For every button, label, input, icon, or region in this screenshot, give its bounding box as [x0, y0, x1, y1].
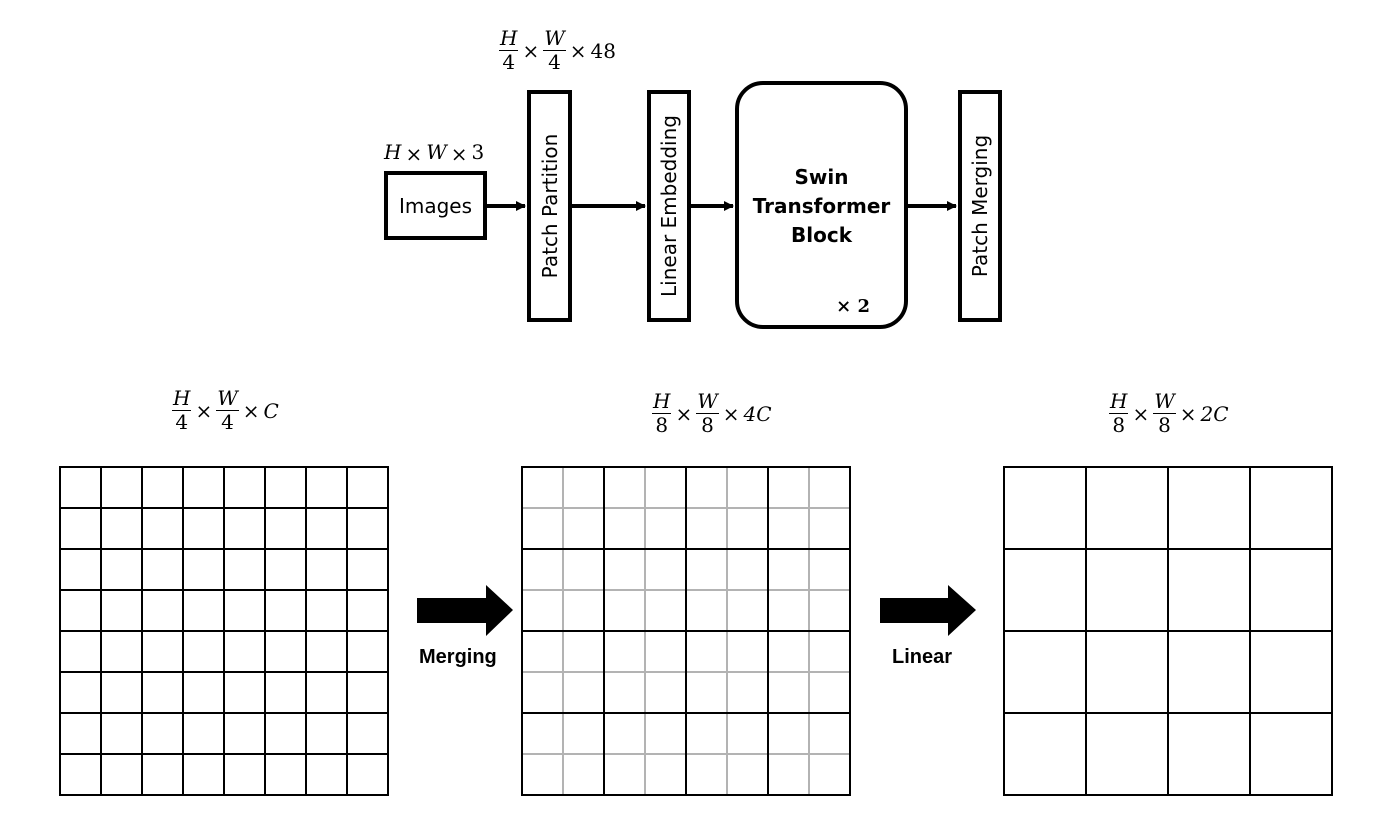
gl-num2: W — [216, 386, 239, 411]
gr-den2: 8 — [1158, 413, 1171, 437]
grid-left-8x8 — [59, 466, 389, 796]
gm-den2: 8 — [701, 413, 714, 437]
images-box: Images — [384, 171, 487, 240]
pp-shape-times1: × — [522, 38, 540, 63]
merging-label: Merging — [419, 646, 497, 668]
gl-den1: 4 — [175, 410, 189, 434]
gm-suffix: 4C — [743, 401, 772, 426]
gl-suffix: C — [263, 398, 279, 423]
pp-shape-num2: W — [543, 26, 566, 51]
patch-merging-box: Patch Merging — [958, 90, 1002, 322]
linear-embedding-box: Linear Embedding — [647, 90, 691, 322]
patch-merging-label: Patch Merging — [968, 134, 992, 278]
grid-right-4x4 — [1003, 466, 1333, 796]
gr-num2: W — [1153, 389, 1176, 414]
images-label: Images — [398, 193, 473, 218]
linear-label: Linear — [892, 646, 953, 668]
images-shape-h: H — [384, 140, 402, 164]
gr-times2: × — [1179, 401, 1197, 426]
swin-transformer-block: Swin Transformer Block × 2 — [735, 81, 908, 329]
pp-shape-times2: × — [569, 38, 587, 63]
images-shape-suffix: 3 — [471, 140, 485, 164]
pp-shape-den1: 4 — [502, 50, 516, 74]
pp-shape-num1: H — [499, 26, 519, 51]
pp-shape-den2: 4 — [548, 50, 561, 74]
images-shape-times2: × — [450, 141, 468, 166]
grid-border — [1003, 466, 1333, 796]
grid-border — [59, 466, 389, 796]
swin-block-title: Swin Transformer Block — [739, 163, 904, 250]
linear-arrow-icon — [880, 585, 976, 636]
patch-partition-label: Patch Partition — [537, 133, 562, 279]
images-shape-times1: × — [405, 141, 423, 166]
swin-title-line2: Transformer — [752, 194, 891, 218]
grid-middle-merged — [521, 466, 851, 796]
gl-den2: 4 — [221, 410, 234, 434]
pp-shape-suffix: 48 — [590, 38, 616, 63]
gm-times1: × — [675, 401, 693, 426]
gm-den1: 8 — [655, 413, 669, 437]
gl-num1: H — [172, 386, 192, 411]
linear-embedding-label: Linear Embedding — [657, 115, 681, 297]
swin-title-line1: Swin — [794, 165, 849, 189]
images-shape-w: W — [426, 140, 447, 164]
images-shape-label: H×W×3 — [384, 140, 484, 166]
grid-border — [521, 466, 851, 796]
gl-times2: × — [242, 398, 260, 423]
gr-suffix: 2C — [1200, 401, 1229, 426]
gm-num2: W — [696, 389, 719, 414]
gm-num1: H — [652, 389, 672, 414]
gr-den1: 8 — [1112, 413, 1126, 437]
swin-repeat-count: × 2 — [836, 296, 870, 317]
gl-times1: × — [195, 398, 213, 423]
swin-title-line3: Block — [791, 223, 852, 247]
gr-num1: H — [1109, 389, 1129, 414]
patch-partition-box: Patch Partition — [527, 90, 572, 322]
merging-arrow-icon — [417, 585, 513, 636]
gm-times2: × — [722, 401, 740, 426]
gr-times1: × — [1132, 401, 1150, 426]
